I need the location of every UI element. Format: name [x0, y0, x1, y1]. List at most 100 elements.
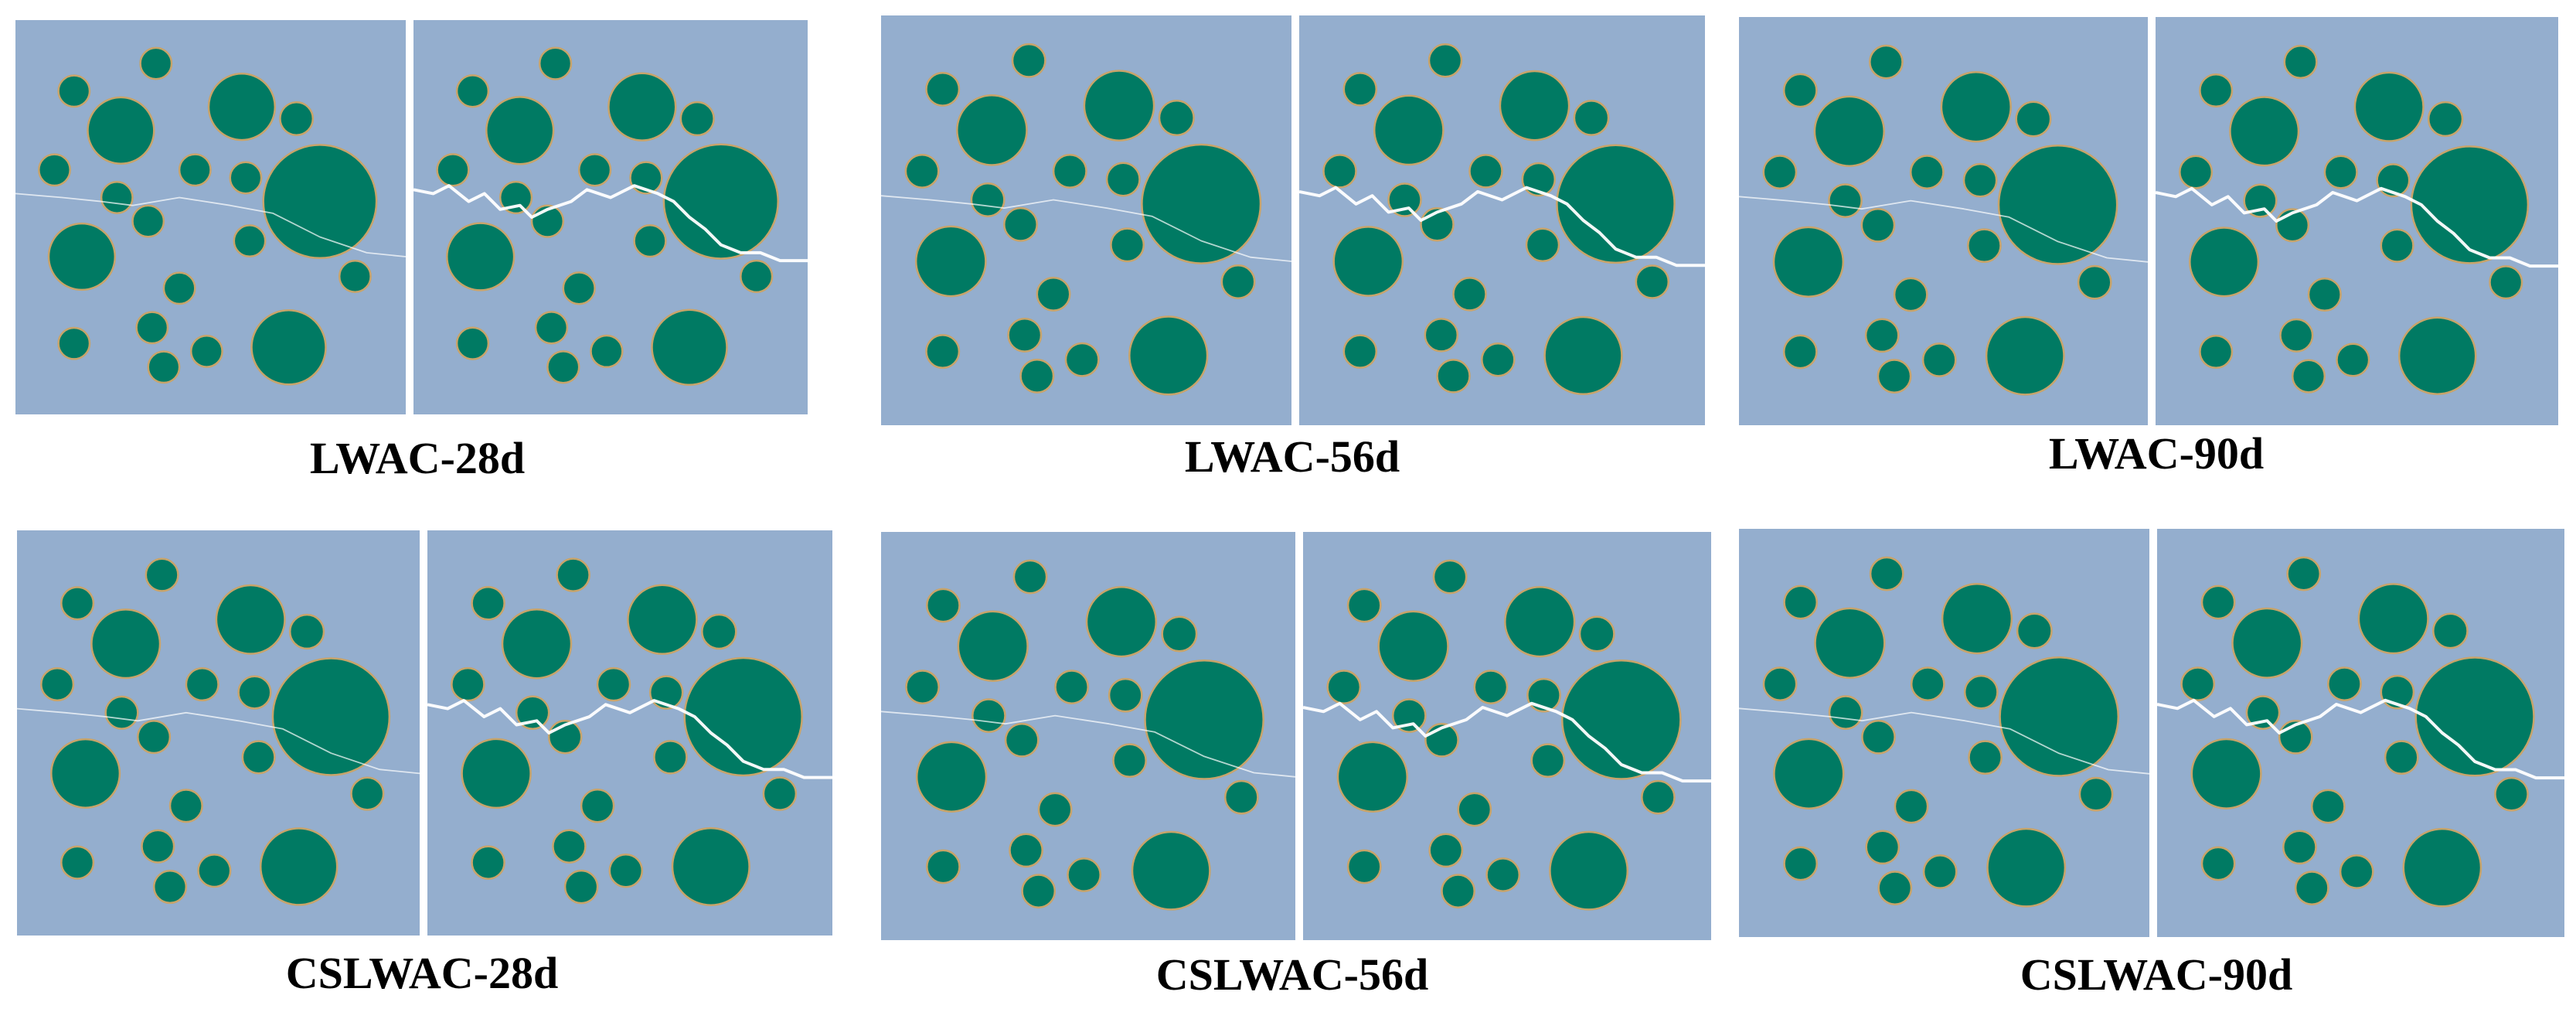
crack-5-left [1738, 707, 2150, 775]
aggregate-3-left-7 [104, 695, 139, 730]
aggregate-1-left-11 [914, 225, 987, 298]
aggregate-1-right-13 [1635, 264, 1670, 299]
aggregate-5-left-10 [1999, 656, 2120, 777]
aggregate-0-right-13 [740, 259, 774, 294]
aggregate-1-left-17 [1064, 342, 1100, 377]
aggregate-3-right-4 [701, 613, 737, 650]
aggregate-5-left-9 [1861, 719, 1896, 755]
aggregate-3-left-4 [288, 613, 325, 650]
aggregate-4-right-11 [1336, 741, 1408, 813]
aggregate-2-left-3 [1940, 71, 2012, 143]
crack-1-right [1298, 186, 1705, 268]
sub-image-3-left [16, 530, 420, 936]
aggregate-5-left-6 [1910, 666, 1945, 701]
aggregate-1-right-15 [1342, 334, 1378, 369]
aggregate-4-left-13 [1223, 779, 1259, 815]
sub-image-3-right [427, 530, 832, 936]
aggregate-3-left-3 [215, 584, 286, 655]
aggregate-2-left-7 [1828, 183, 1863, 218]
aggregate-5-left-13 [2078, 776, 2114, 812]
aggregate-2-right-10 [2410, 145, 2530, 264]
aggregate-3-left-17 [197, 854, 232, 888]
aggregate-2-right-12 [2380, 228, 2414, 263]
aggregate-0-left-12 [233, 224, 267, 258]
aggregate-0-left-2 [87, 96, 155, 165]
aggregate-4-left-12 [1112, 743, 1147, 779]
aggregate-4-left-10 [1144, 659, 1264, 780]
aggregate-2-left-6 [1909, 155, 1945, 189]
aggregate-2-right-4 [2427, 101, 2464, 138]
aggregate-2-left-12 [1967, 228, 2002, 264]
aggregate-1-right-0 [1342, 72, 1378, 107]
aggregate-2-right-5 [2179, 155, 2214, 189]
aggregate-4-left-0 [926, 588, 961, 623]
aggregate-3-right-0 [471, 586, 505, 621]
aggregate-5-left-8 [1963, 674, 1999, 710]
aggregate-3-left-14 [168, 789, 203, 823]
aggregate-5-left-19 [1986, 827, 2067, 908]
sub-image-0-right [413, 20, 808, 414]
aggregate-1-left-15 [925, 334, 961, 370]
aggregate-3-right-2 [501, 608, 573, 680]
aggregate-1-left-1 [1011, 43, 1046, 78]
aggregate-5-left-15 [1783, 846, 1819, 881]
aggregate-5-right-11 [2190, 738, 2262, 809]
crack-0-right [413, 184, 808, 263]
aggregate-0-right-15 [455, 326, 490, 360]
aggregate-0-right-16 [534, 311, 569, 345]
aggregate-1-right-7 [1387, 182, 1422, 217]
aggregate-0-right-11 [446, 222, 516, 291]
aggregate-3-left-2 [90, 608, 162, 680]
sub-image-4-left [880, 532, 1296, 940]
aggregate-0-left-4 [279, 101, 315, 136]
aggregate-2-right-7 [2243, 183, 2278, 218]
sub-image-1-right [1298, 15, 1705, 425]
aggregate-2-left-17 [1921, 343, 1957, 377]
aggregate-5-right-2 [2231, 607, 2303, 679]
aggregate-3-left-16 [141, 829, 175, 864]
aggregate-2-right-11 [2189, 227, 2260, 298]
crack-4-left [880, 711, 1296, 778]
aggregate-0-left-9 [131, 204, 165, 238]
aggregate-2-right-17 [2336, 343, 2370, 377]
aggregate-3-left-13 [350, 776, 385, 811]
aggregate-5-left-2 [1814, 607, 1886, 679]
aggregate-2-left-18 [1877, 359, 1912, 394]
aggregate-5-right-1 [2286, 556, 2322, 591]
aggregate-2-right-1 [2283, 45, 2318, 80]
sub-image-5-left [1738, 529, 2150, 937]
aggregate-3-right-11 [461, 738, 532, 809]
aggregate-4-right-6 [1473, 670, 1509, 704]
aggregate-5-right-15 [2200, 846, 2236, 881]
aggregate-4-left-9 [1004, 722, 1040, 758]
aggregate-2-left-2 [1813, 95, 1885, 167]
aggregate-3-left-1 [145, 557, 179, 592]
aggregate-1-right-12 [1525, 227, 1560, 263]
aggregate-0-right-6 [577, 153, 612, 187]
aggregate-4-left-16 [1009, 833, 1043, 868]
aggregate-2-right-16 [2279, 318, 2314, 353]
aggregate-5-right-16 [2282, 830, 2317, 865]
aggregate-0-right-3 [607, 72, 677, 141]
caption-lwac-56d: LWAC-56d [1185, 431, 1400, 482]
panels-layer [15, 15, 2564, 940]
aggregate-3-right-16 [552, 829, 587, 864]
aggregate-5-right-17 [2339, 854, 2374, 889]
aggregate-3-right-18 [563, 869, 599, 905]
aggregate-2-right-2 [2229, 96, 2300, 167]
aggregate-2-right-0 [2199, 73, 2234, 108]
aggregate-2-left-10 [1997, 145, 2118, 265]
aggregate-1-left-19 [1128, 315, 1209, 396]
aggregate-4-left-6 [1054, 670, 1089, 704]
aggregate-3-right-7 [515, 695, 550, 731]
aggregate-3-left-6 [185, 667, 219, 702]
aggregate-5-left-17 [1922, 854, 1958, 889]
aggregate-4-right-15 [1346, 849, 1382, 884]
aggregate-5-left-3 [1941, 583, 2013, 655]
aggregate-3-right-5 [451, 666, 485, 702]
aggregate-1-right-1 [1428, 43, 1463, 78]
aggregate-2-left-0 [1782, 73, 1818, 108]
aggregate-0-right-2 [485, 96, 555, 165]
aggregate-5-left-11 [1773, 738, 1845, 809]
aggregate-4-right-14 [1457, 792, 1492, 827]
